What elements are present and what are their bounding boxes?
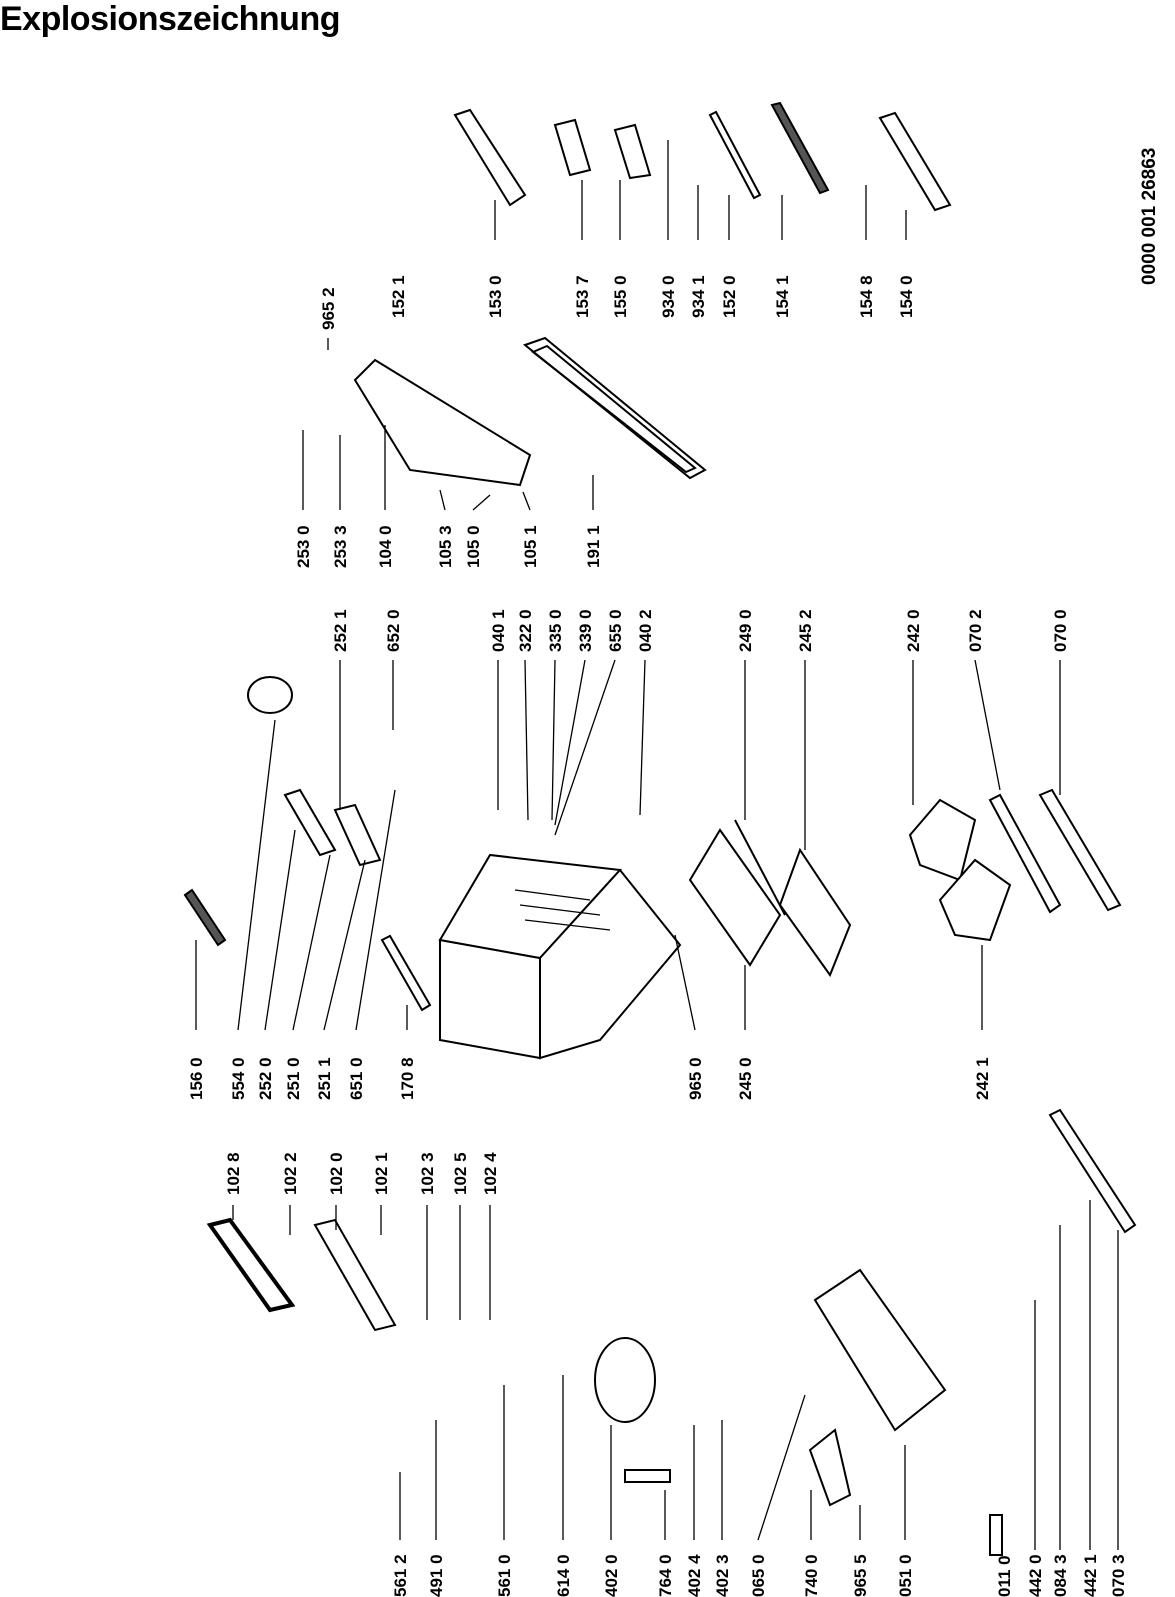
- part-label: 154 0: [897, 275, 916, 318]
- part-label: 402 0: [602, 1554, 621, 1597]
- part-label: 065 0: [749, 1554, 768, 1597]
- part-label: 102 2: [281, 1152, 300, 1195]
- control-parts-shapes: [183, 676, 432, 1012]
- part-label: 652 0: [384, 609, 403, 652]
- part-label: 402 3: [713, 1554, 732, 1597]
- part-label: 051 0: [896, 1554, 915, 1597]
- part-label: 402 4: [685, 1554, 704, 1597]
- part-label: 105 0: [464, 525, 483, 568]
- part-label: 102 8: [224, 1152, 243, 1195]
- part-label: 242 1: [973, 1057, 992, 1100]
- part-label: 965 2: [319, 287, 338, 330]
- part-label: 011 0: [995, 1555, 1014, 1597]
- part-label: 655 0: [606, 609, 625, 652]
- part-label: 154 1: [773, 275, 792, 318]
- part-label: 252 1: [331, 609, 350, 652]
- part-label: 102 0: [327, 1152, 346, 1195]
- part-label: 040 2: [636, 609, 655, 652]
- part-label: 614 0: [554, 1554, 573, 1597]
- part-label: 965 5: [851, 1554, 870, 1597]
- part-label: 339 0: [576, 609, 595, 652]
- part-label: 554 0: [229, 1057, 248, 1100]
- part-label: 102 4: [481, 1152, 500, 1195]
- part-label: 156 0: [187, 1057, 206, 1100]
- part-label: 251 1: [315, 1057, 334, 1100]
- page-title: Explosionszeichnung: [0, 0, 340, 38]
- leader-lines: [195, 140, 1119, 1550]
- part-label: 442 0: [1026, 1554, 1045, 1597]
- cabinet-shape: [438, 853, 682, 1060]
- freezer-door-shapes: [206, 1217, 397, 1332]
- part-label: 651 0: [347, 1057, 366, 1100]
- part-label: 242 0: [904, 609, 923, 652]
- part-label: 249 0: [736, 609, 755, 652]
- part-label: 251 0: [284, 1057, 303, 1100]
- part-label: 153 0: [486, 275, 505, 318]
- rail-shapes: [988, 788, 1122, 914]
- part-label: 153 7: [573, 275, 592, 318]
- part-label: 070 3: [1109, 1554, 1128, 1597]
- door-shelf-shapes: [453, 101, 952, 212]
- part-label: 491 0: [427, 1554, 446, 1597]
- part-label: 191 1: [584, 525, 603, 568]
- part-label: 102 5: [451, 1152, 470, 1195]
- part-label: 155 0: [611, 275, 630, 318]
- part-label: 934 1: [689, 275, 708, 318]
- part-label: 084 3: [1051, 1554, 1070, 1597]
- compressor-shapes: [594, 1108, 1137, 1556]
- part-label: 245 2: [796, 609, 815, 652]
- shelf-shapes: [688, 819, 852, 978]
- part-label: 105 1: [521, 525, 540, 568]
- part-label: 740 0: [802, 1554, 821, 1597]
- part-label: 934 0: [659, 275, 678, 318]
- part-label: 764 0: [656, 1554, 675, 1597]
- part-label: 104 0: [376, 525, 395, 568]
- part-label: 154 8: [857, 275, 876, 318]
- part-label: 152 0: [720, 275, 739, 318]
- part-label: 561 0: [495, 1554, 514, 1597]
- part-label: 152 1: [389, 275, 408, 318]
- document-number: 0000 001 26863: [1139, 148, 1160, 285]
- part-label: 335 0: [546, 609, 565, 652]
- part-label: 102 3: [418, 1152, 437, 1195]
- part-label: 040 1: [489, 609, 508, 652]
- part-label: 561 2: [391, 1554, 410, 1597]
- part-label: 070 2: [966, 609, 985, 652]
- part-label: 253 0: [294, 525, 313, 568]
- crisper-box-shapes: [908, 798, 1012, 942]
- part-label: 170 8: [398, 1057, 417, 1100]
- part-label: 102 1: [372, 1152, 391, 1195]
- part-label: 245 0: [736, 1057, 755, 1100]
- part-label: 105 3: [436, 525, 455, 568]
- part-label: 253 3: [331, 525, 350, 568]
- part-label: 252 0: [256, 1057, 275, 1100]
- part-label: 965 0: [686, 1057, 705, 1100]
- part-label: 322 0: [516, 609, 535, 652]
- part-labels: 561 2 491 0 561 0 614 0 402 0 764 0 402 …: [187, 275, 1128, 1597]
- door-shape: [353, 336, 707, 487]
- part-label: 442 1: [1081, 1554, 1100, 1597]
- part-label: 070 0: [1051, 609, 1070, 652]
